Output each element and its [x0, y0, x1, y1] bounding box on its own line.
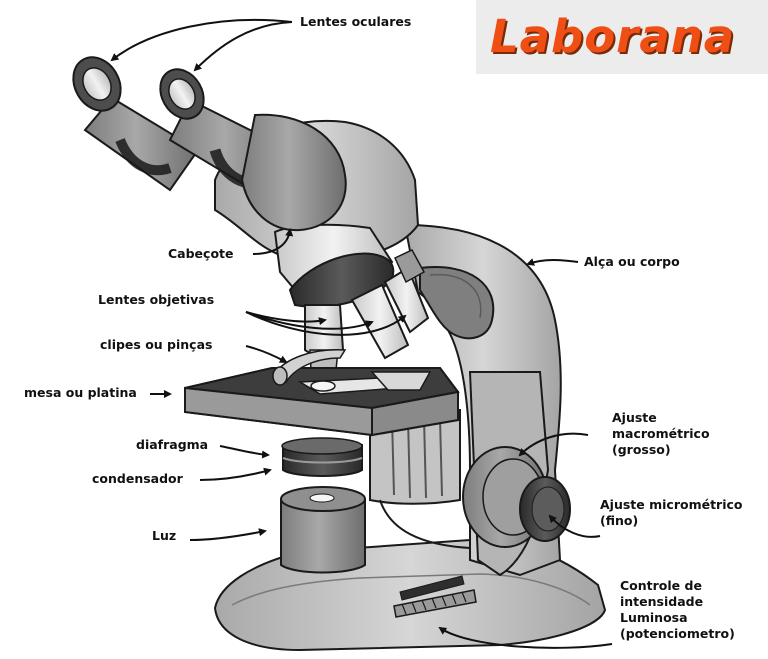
label-controle-line-4: (potenciometro) — [620, 626, 735, 641]
label-alca: Alça ou corpo — [584, 254, 680, 269]
brightness-control — [393, 575, 477, 618]
logo-text: Laborana — [490, 10, 736, 63]
label-lentes-objetivas: Lentes objetivas — [98, 292, 215, 307]
eyepiece-left — [72, 56, 200, 192]
laborana-logo: Laborana — [476, 0, 768, 74]
label-luz: Luz — [152, 528, 177, 543]
arrow-cabecote — [252, 228, 294, 255]
stage-clip — [272, 349, 347, 386]
arrow-diafragma — [219, 445, 270, 459]
label-macro-line-2: macrométrico — [612, 426, 710, 441]
label-mesa: mesa ou platina — [24, 385, 137, 400]
stage — [184, 367, 460, 437]
label-controle-line-2: intensidade — [620, 594, 704, 609]
arrow-lentes-oculares-left — [110, 19, 293, 62]
label-micrometrico: Ajuste micrométrico (fino) — [600, 497, 743, 529]
label-macrometrico: Ajuste macrométrico (grosso) — [612, 410, 710, 458]
label-lentes-oculares: Lentes oculares — [300, 14, 412, 29]
arrow-luz — [189, 528, 267, 541]
label-controle-line-3: Luminosa — [620, 610, 688, 625]
label-micro-line-1: Ajuste micrométrico — [600, 497, 743, 512]
label-macro-line-3: (grosso) — [612, 442, 671, 457]
fine-focus-knob — [519, 476, 571, 542]
arrow-macro — [518, 432, 589, 457]
stage-support — [369, 409, 471, 549]
eyepiece-right — [159, 68, 347, 232]
arrow-objetiva-3 — [245, 311, 407, 336]
arrow-objetiva-2 — [245, 311, 374, 330]
label-micro-line-2: (fino) — [600, 513, 639, 528]
label-controle-line-1: Controle de — [620, 578, 702, 593]
arrow-clipes — [245, 345, 288, 363]
arrow-condensador — [199, 467, 272, 481]
condenser — [281, 437, 363, 477]
label-cabecote: Cabeçote — [168, 246, 234, 261]
label-controle: Controle de intensidade Luminosa (potenc… — [620, 578, 735, 642]
light-source — [280, 486, 366, 574]
arrow-alca — [526, 258, 579, 266]
arrow-controle — [438, 626, 613, 649]
arrow-lentes-oculares-right — [193, 21, 293, 72]
arrow-micro — [548, 514, 601, 538]
label-clipes: clipes ou pinças — [100, 337, 213, 352]
label-arrows — [110, 19, 613, 649]
label-macro-line-1: Ajuste — [612, 410, 657, 425]
objective-lenses — [304, 249, 430, 374]
label-diafragma: diafragma — [136, 437, 209, 452]
label-condensador: condensador — [92, 471, 183, 486]
